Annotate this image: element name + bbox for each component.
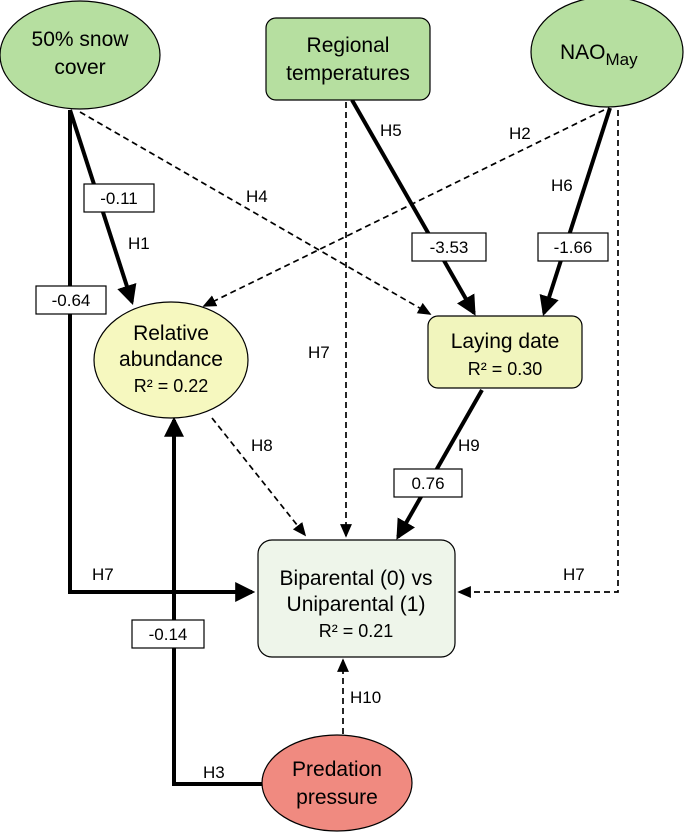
svg-text:-0.11: -0.11	[100, 189, 138, 208]
parental-care-r2: R² = 0.21	[319, 621, 394, 641]
coef-temps-laying: -3.53	[411, 232, 487, 262]
relative-abundance-r2: R² = 0.22	[134, 376, 209, 396]
coef-snow-abundance: -0.11	[83, 183, 155, 213]
relative-abundance-line2: abundance	[119, 348, 223, 371]
parental-care-line2: Uniparental (1)	[287, 593, 426, 616]
hypothesis-h8: H8	[251, 436, 273, 455]
node-laying-date: Laying date R² = 0.30	[427, 315, 583, 389]
node-relative-abundance: Relative abundance R² = 0.22	[93, 301, 249, 419]
snow-cover-line1: 50% snow	[32, 28, 130, 51]
hypothesis-h1: H1	[128, 234, 150, 253]
node-predation-pressure: Predation pressure	[261, 734, 413, 832]
predation-pressure-line1: Predation	[292, 758, 382, 781]
snow-cover-line2: cover	[54, 56, 105, 79]
edge-snow-to-laying	[79, 111, 432, 315]
regional-temperatures-line1: Regional	[307, 34, 390, 57]
svg-text:-0.14: -0.14	[149, 625, 188, 644]
hypothesis-h3: H3	[203, 763, 225, 782]
parental-care-line1: Biparental (0) vs	[280, 567, 433, 590]
edge-predation-to-abundance	[164, 416, 266, 786]
node-nao-may: NAOMay	[530, 0, 684, 108]
svg-text:-3.53: -3.53	[430, 238, 469, 257]
regional-temperatures-line2: temperatures	[286, 62, 410, 85]
hypothesis-h7-left: H7	[92, 565, 114, 584]
coef-nao-laying: -1.66	[537, 232, 609, 262]
edge-laying-to-care	[396, 389, 484, 540]
nao-label: NAOMay	[560, 41, 638, 69]
laying-date-label: Laying date	[451, 330, 560, 353]
predation-pressure-line2: pressure	[296, 786, 378, 809]
svg-text:-0.64: -0.64	[52, 291, 91, 310]
hypothesis-h10: H10	[350, 688, 381, 707]
edge-abundance-to-care	[211, 417, 307, 537]
laying-date-r2: R² = 0.30	[468, 359, 543, 379]
edge-temps-to-laying	[350, 99, 476, 316]
hypothesis-h6: H6	[551, 176, 573, 195]
hypothesis-h5: H5	[380, 121, 402, 140]
node-snow-cover: 50% snow cover	[0, 0, 161, 110]
edge-nao-to-abundance	[202, 109, 605, 307]
node-regional-temperatures: Regional temperatures	[265, 17, 431, 101]
coef-laying-care: 0.76	[393, 468, 463, 498]
edge-nao-to-care	[457, 110, 619, 598]
svg-text:-1.66: -1.66	[554, 238, 593, 257]
edge-nao-to-laying	[539, 107, 612, 317]
coef-snow-care: -0.64	[35, 285, 107, 315]
svg-text:0.76: 0.76	[411, 474, 444, 493]
node-parental-care: Biparental (0) vs Uniparental (1) R² = 0…	[257, 539, 456, 658]
hypothesis-h7-center: H7	[308, 343, 330, 362]
coef-predation-abundance: -0.14	[131, 619, 205, 649]
hypothesis-h2: H2	[509, 124, 531, 143]
relative-abundance-line1: Relative	[133, 322, 209, 345]
hypothesis-h9: H9	[458, 436, 480, 455]
edge-snow-to-care	[68, 110, 256, 602]
hypothesis-h4: H4	[246, 187, 268, 206]
hypothesis-h7-right: H7	[563, 565, 585, 584]
